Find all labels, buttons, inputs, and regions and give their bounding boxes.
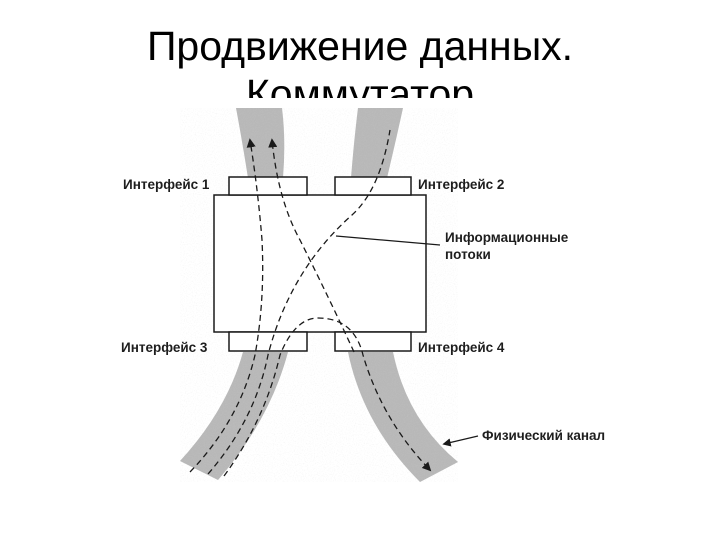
port-interface-3: [228, 331, 308, 352]
flow-3-to-1: [189, 138, 264, 473]
channel-interface-2: [351, 108, 403, 178]
channel-interface-3: [180, 352, 288, 480]
label-info-flows-line-2: потоки: [445, 247, 491, 262]
slide-title-line-1: Продвижение данных.: [146, 23, 574, 69]
physical-channel-leader: [442, 435, 479, 447]
information-flows: [189, 129, 432, 477]
title-area: Продвижение данных. Коммутатор: [0, 0, 720, 98]
label-info-flows-line-1: Информационные: [445, 230, 569, 245]
info-flows-leader: [335, 235, 441, 246]
switch-body: [213, 194, 427, 333]
slide-title-line-2: Коммутатор: [245, 71, 475, 98]
label-physical-channel: Физический канал: [482, 428, 605, 443]
slide-title: Продвижение данных. Коммутатор: [0, 22, 720, 98]
port-interface-4: [334, 331, 412, 352]
flow-3-to-2: [207, 129, 391, 475]
channel-interface-4: [348, 352, 458, 482]
label-interface-3: Интерфейс 3: [121, 340, 208, 355]
label-interface-2: Интерфейс 2: [418, 177, 504, 192]
label-interface-4: Интерфейс 4: [418, 340, 505, 355]
channel-interface-1: [236, 108, 285, 178]
port-interface-2: [334, 176, 412, 196]
label-interface-1: Интерфейс 1: [123, 177, 210, 192]
flow-3-to-4: [223, 317, 432, 477]
port-interface-1: [228, 176, 308, 196]
flow-4-to-1: [268, 138, 355, 353]
